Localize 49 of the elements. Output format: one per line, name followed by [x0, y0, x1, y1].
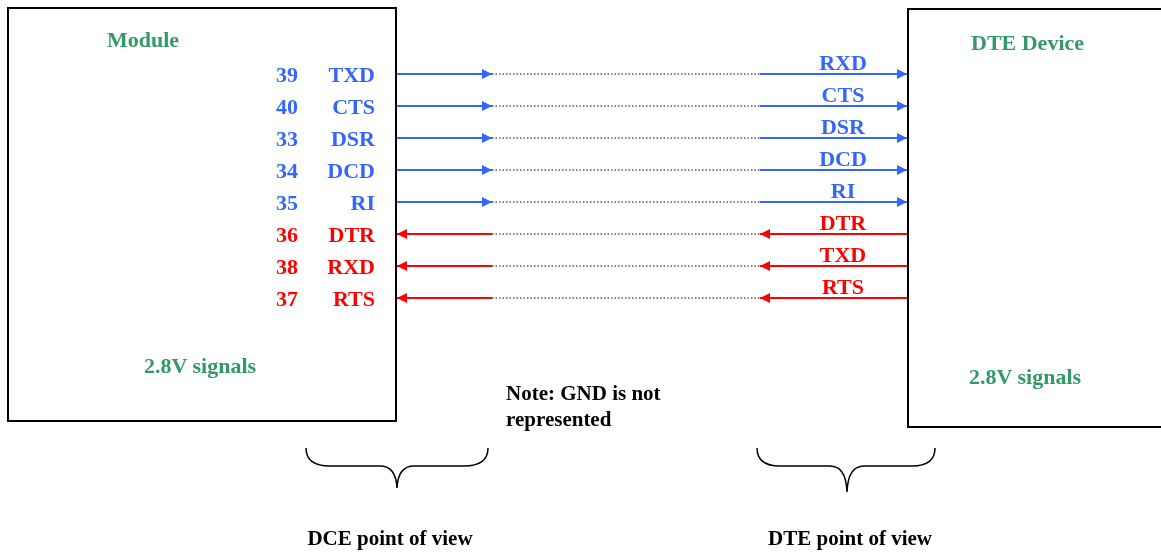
arrow	[759, 101, 908, 111]
arrow	[759, 293, 908, 303]
view-caption: DTE point of view	[767, 525, 933, 552]
pin-number: 35	[275, 189, 298, 217]
pin-number: 39	[275, 61, 298, 89]
arrow	[759, 261, 908, 271]
pin-name: DSR	[330, 125, 375, 153]
signal-label: RXD	[818, 52, 868, 74]
view-caption: DCE point of view	[306, 525, 474, 552]
box-title: DTE Device	[971, 32, 1085, 54]
arrow	[396, 165, 493, 175]
pin-name: DTR	[327, 221, 375, 249]
signal-label: TXD	[818, 244, 868, 266]
pin-name: RTS	[331, 285, 375, 313]
signal-label: DTR	[818, 212, 868, 234]
arrow	[396, 133, 493, 143]
voltage-note: 2.8V signals	[144, 355, 257, 377]
arrow	[759, 133, 908, 143]
arrow	[396, 101, 493, 111]
arrow	[396, 197, 493, 207]
pin-number: 34	[275, 157, 298, 185]
pin-number: 37	[275, 285, 298, 313]
pin-number: 40	[275, 93, 298, 121]
arrow	[396, 261, 493, 271]
pin-number: 38	[275, 253, 298, 281]
arrow	[759, 69, 908, 79]
signal-label: RTS	[821, 276, 865, 298]
device-box	[7, 7, 397, 422]
arrow	[396, 229, 493, 239]
note-text: Note: GND is not represented	[506, 380, 662, 433]
pin-name: RXD	[326, 253, 375, 281]
pin-name: CTS	[331, 93, 375, 121]
arrow	[759, 197, 908, 207]
voltage-note: 2.8V signals	[969, 366, 1082, 388]
signal-label: RI	[829, 180, 857, 202]
signal-label: DCD	[818, 148, 868, 170]
arrow	[396, 293, 493, 303]
box-title: Module	[107, 29, 180, 51]
signal-label: DSR	[820, 116, 866, 138]
arrow	[759, 229, 908, 239]
arrow	[396, 69, 493, 79]
device-box	[907, 8, 1161, 428]
pin-number: 36	[275, 221, 298, 249]
signal-label: CTS	[820, 84, 866, 106]
arrow	[759, 165, 908, 175]
pin-name: TXD	[327, 61, 375, 89]
pin-number: 33	[275, 125, 298, 153]
pin-name: DCD	[326, 157, 375, 185]
pin-name: RI	[349, 189, 375, 217]
